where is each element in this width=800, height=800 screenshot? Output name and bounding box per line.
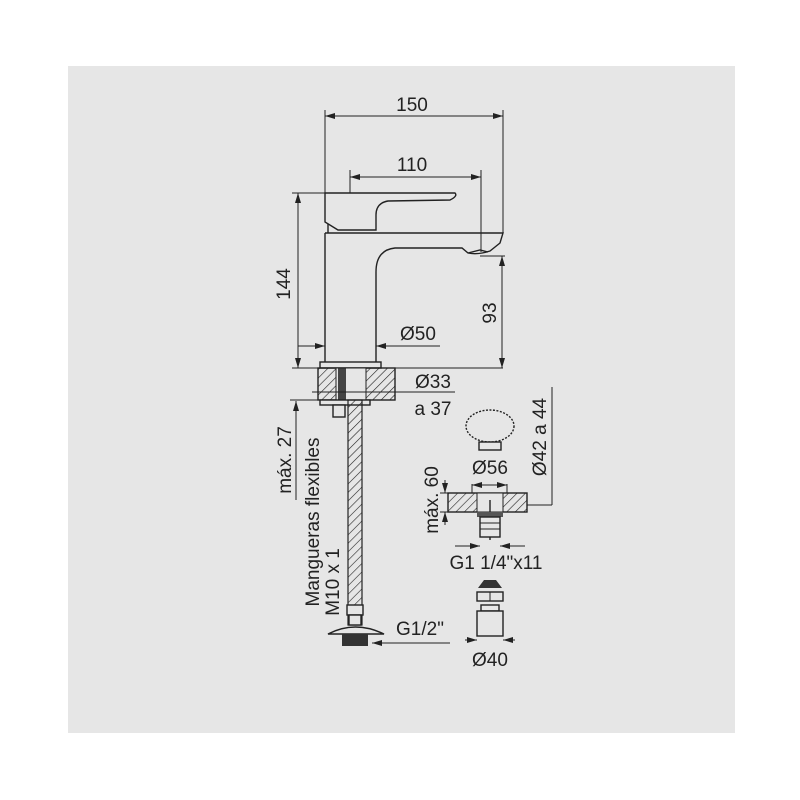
dim-o42-label: Ø42 a 44 [530, 397, 551, 476]
dim-max60-label: máx. 60 [422, 466, 443, 534]
dim-g12-label: G1/2" [396, 619, 444, 640]
dim-o56-label: Ø56 [472, 458, 508, 479]
dim-o40: Ø40 [465, 637, 515, 671]
dim-o40-label: Ø40 [472, 650, 508, 671]
flexible-hose [327, 399, 385, 646]
deck-section [317, 367, 396, 418]
hoses-label: Mangueras flexibles [303, 438, 324, 607]
dim-o42: Ø42 a 44 [527, 387, 553, 506]
dim-o50-label: Ø50 [400, 324, 436, 345]
dim-150: 150 [324, 95, 504, 233]
dim-g12: G1/2" [372, 619, 450, 646]
dim-g114-label: G1 1/4"x11 [449, 553, 542, 574]
dim-144: 144 [274, 192, 503, 369]
dim-max27-label: máx. 27 [275, 426, 296, 494]
drain-lower-parts [476, 580, 504, 637]
drain-section [447, 492, 528, 540]
dim-o33-label: Ø33 [415, 372, 451, 393]
dim-144-label: 144 [274, 268, 295, 300]
dim-max27: máx. 27 [275, 399, 318, 500]
dim-o56: Ø56 [471, 458, 508, 493]
dim-o50: Ø50 [298, 324, 440, 349]
dim-93: 93 [480, 255, 505, 368]
drain-plug [465, 409, 515, 451]
dim-93-label: 93 [480, 302, 501, 323]
dim-o33-range: a 37 [415, 399, 452, 420]
faucet-body [319, 192, 504, 369]
dim-150-label: 150 [396, 95, 428, 116]
dim-o33: Ø33 a 37 [312, 372, 455, 420]
dim-110: 110 [349, 155, 482, 252]
dim-110-label: 110 [397, 155, 427, 176]
hose-thread-label: M10 x 1 [323, 548, 344, 616]
dim-g114: G1 1/4"x11 [449, 543, 543, 574]
dim-max60: máx. 60 [422, 466, 448, 534]
